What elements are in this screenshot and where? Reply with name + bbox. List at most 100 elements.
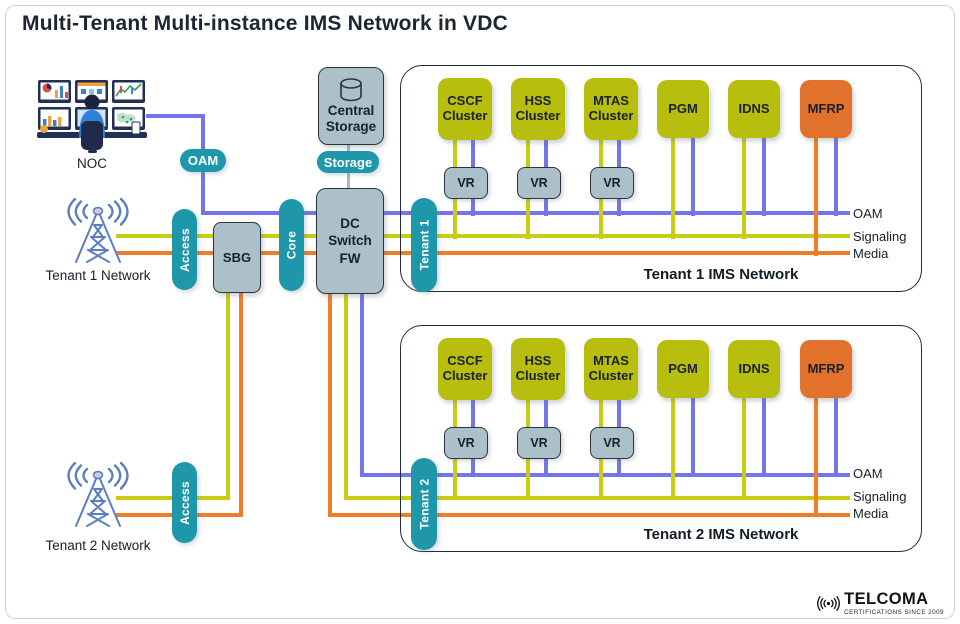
oam-line-label: OAM xyxy=(853,466,883,481)
node-label: CSCF Cluster xyxy=(442,353,488,383)
signaling-line-label: Signaling xyxy=(853,489,907,504)
pgm-oam-drop xyxy=(691,138,695,216)
tenant2-ims-box: CSCF Cluster HSS Cluster MTAS Cluster PG… xyxy=(400,325,922,552)
access-pill-tenant1: Access xyxy=(172,209,197,290)
storage-cylinder-icon xyxy=(340,78,362,102)
tenant2-pill: Tenant 2 xyxy=(411,458,437,550)
oam-pill-label: OAM xyxy=(187,153,219,168)
node-pgm: PGM xyxy=(657,80,709,138)
pgm-signaling-drop xyxy=(671,398,675,499)
mfrp-media-drop xyxy=(814,138,818,256)
central-storage-box: Central Storage xyxy=(318,67,384,145)
vr-label: VR xyxy=(457,436,475,450)
mfrp-media-drop xyxy=(814,398,818,516)
node-hss-cluster: HSS Cluster xyxy=(511,338,565,400)
tenant1-tower-icon xyxy=(67,198,129,263)
core-pill-label: Core xyxy=(284,230,299,260)
tenant1-oam-line xyxy=(201,211,850,215)
tenant1-ims-box: CSCF Cluster HSS Cluster MTAS Cluster PG… xyxy=(400,65,922,292)
vr-label: VR xyxy=(603,436,621,450)
idns-oam-drop xyxy=(762,398,766,476)
node-mtas-cluster: MTAS Cluster xyxy=(584,78,638,140)
oam-pill: OAM xyxy=(180,149,226,172)
node-label: MTAS Cluster xyxy=(588,353,634,383)
logo-name: TELCOMA xyxy=(844,590,929,608)
tenant2-tower-icon xyxy=(67,462,129,527)
access-pill-tenant2: Access xyxy=(172,462,197,543)
noc-oam-line-horizontal xyxy=(146,114,205,118)
node-idns: IDNS xyxy=(728,80,780,138)
sbg-tenant2-media-vertical xyxy=(239,291,243,517)
noc-illustration xyxy=(37,80,147,153)
idns-signaling-drop xyxy=(742,398,746,499)
tenant1-signaling-line xyxy=(116,234,850,238)
central-storage-label: Central Storage xyxy=(325,102,377,134)
vr-box: VR xyxy=(590,427,634,459)
dc-tenant2-signaling-vertical xyxy=(344,292,348,500)
tenant2-ims-title: Tenant 2 IMS Network xyxy=(643,526,799,543)
media-line-label: Media xyxy=(853,506,889,521)
dc-switch-fw-label: DC Switch FW xyxy=(328,215,372,266)
node-cscf-cluster: CSCF Cluster xyxy=(438,338,492,400)
mfrp-oam-drop xyxy=(834,398,838,476)
access-pill-label: Access xyxy=(177,480,192,525)
node-cscf-cluster: CSCF Cluster xyxy=(438,78,492,140)
media-line-label: Media xyxy=(853,246,889,261)
core-pill: Core xyxy=(279,199,304,291)
storage-pill-label: Storage xyxy=(323,154,373,170)
tenant1-ims-title: Tenant 1 IMS Network xyxy=(643,266,799,283)
telcoma-antenna-icon xyxy=(817,596,841,611)
node-label: CSCF Cluster xyxy=(442,93,488,123)
tenant2-network-label: Tenant 2 Network xyxy=(45,538,151,553)
tenant2-pill-label: Tenant 2 xyxy=(417,478,432,530)
node-idns: IDNS xyxy=(728,340,780,398)
sbg-label: SBG xyxy=(222,250,252,265)
node-label: HSS Cluster xyxy=(515,93,561,123)
node-mfrp: MFRP xyxy=(800,340,852,398)
node-mtas-cluster: MTAS Cluster xyxy=(584,338,638,400)
diagram-title: Multi-Tenant Multi-instance IMS Network … xyxy=(22,12,508,35)
vr-label: VR xyxy=(530,176,548,190)
tenant2-oam-line xyxy=(360,473,850,477)
dc-tenant2-media-vertical xyxy=(328,292,332,517)
vr-label: VR xyxy=(530,436,548,450)
idns-signaling-drop xyxy=(742,138,746,239)
node-label: MFRP xyxy=(807,360,845,376)
noc-label: NOC xyxy=(77,156,107,171)
idns-oam-drop xyxy=(762,138,766,216)
telcoma-logo: TELCOMA CERTIFICATIONS SINCE 2009 xyxy=(815,591,944,616)
storage-pill: Storage xyxy=(317,151,379,173)
sbg-box: SBG xyxy=(213,222,261,293)
node-label: IDNS xyxy=(738,360,770,376)
vr-label: VR xyxy=(457,176,475,190)
node-hss-cluster: HSS Cluster xyxy=(511,78,565,140)
vr-box: VR xyxy=(444,427,488,459)
vr-box: VR xyxy=(517,427,561,459)
node-label: PGM xyxy=(668,100,698,116)
node-mfrp: MFRP xyxy=(800,80,852,138)
node-pgm: PGM xyxy=(657,340,709,398)
vr-box: VR xyxy=(590,167,634,199)
tenant1-pill-label: Tenant 1 xyxy=(417,219,432,271)
node-label: MTAS Cluster xyxy=(588,93,634,123)
node-label: PGM xyxy=(668,360,698,376)
mfrp-oam-drop xyxy=(834,138,838,216)
dc-tenant2-oam-vertical xyxy=(360,292,364,477)
node-label: IDNS xyxy=(738,100,770,116)
vr-box: VR xyxy=(444,167,488,199)
vr-box: VR xyxy=(517,167,561,199)
pgm-signaling-drop xyxy=(671,138,675,239)
vr-label: VR xyxy=(603,176,621,190)
access-pill-label: Access xyxy=(177,227,192,272)
node-label: HSS Cluster xyxy=(515,353,561,383)
dc-switch-fw-box: DC Switch FW xyxy=(316,188,384,294)
pgm-oam-drop xyxy=(691,398,695,476)
logo-tagline: CERTIFICATIONS SINCE 2009 xyxy=(844,609,944,616)
tenant1-media-line xyxy=(116,251,850,255)
tenant1-network-label: Tenant 1 Network xyxy=(45,268,151,283)
sbg-tenant2-signaling-vertical xyxy=(226,291,230,500)
oam-line-label: OAM xyxy=(853,206,883,221)
node-label: MFRP xyxy=(807,100,845,116)
tenant2-media-line xyxy=(328,513,850,517)
